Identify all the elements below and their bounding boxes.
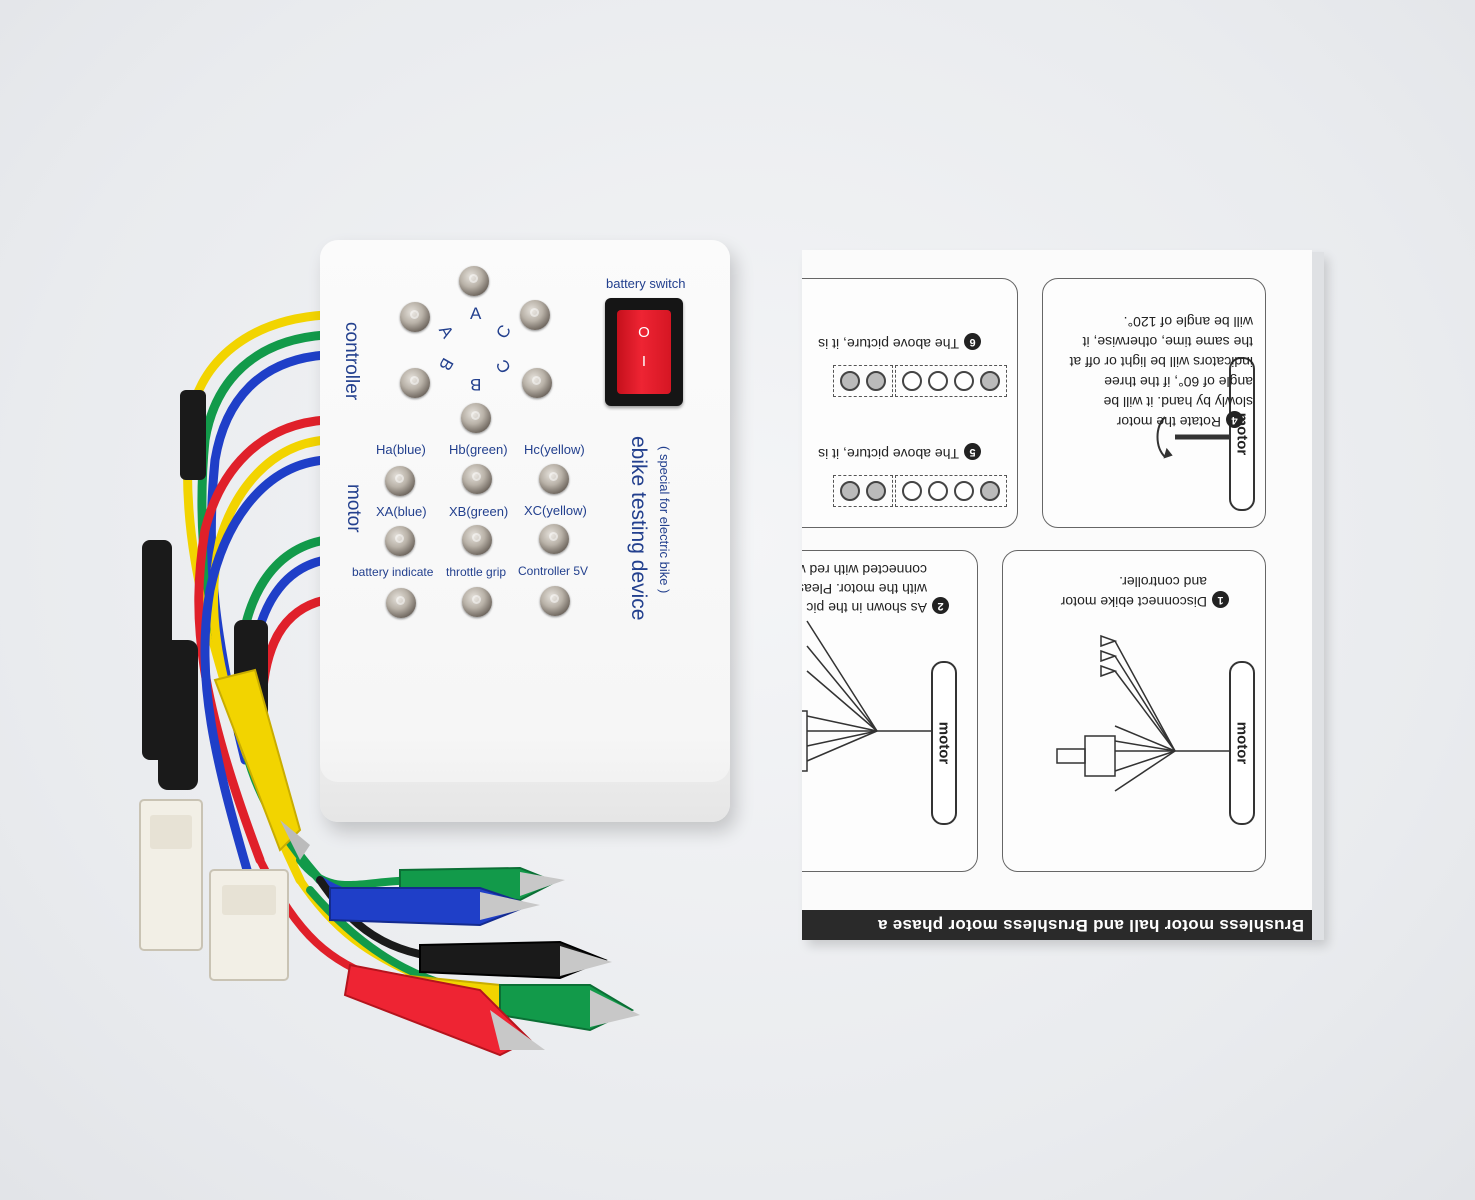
led-xb (462, 525, 492, 555)
step-2-text-3: connected with red wi (802, 562, 927, 578)
step-4-line-1: 4 Rotate the motor (1117, 411, 1243, 431)
indicator-row-5a (895, 475, 1007, 507)
motor-label: motor (343, 484, 364, 533)
step-4-text-5: the same time, otherwise, it (1082, 334, 1253, 350)
battery-switch-label: battery switch (606, 276, 686, 291)
alligator-clip-black (419, 940, 612, 980)
indicator-row-6a (895, 365, 1007, 397)
step-2-number: 2 (932, 597, 949, 614)
led-xc (539, 524, 569, 554)
step-2-text-1: As shown in the pic (806, 600, 927, 616)
led-ha (385, 466, 415, 496)
step-6-line: 6 The above picture, it is (818, 333, 981, 353)
label-xa: XA(blue) (376, 504, 427, 519)
step-4-text-6: will be angle of 120°. (1123, 314, 1253, 330)
label-controller-5v: Controller 5V (518, 564, 589, 578)
label-battery-indicate: battery indicate (352, 565, 434, 579)
alligator-clip-yellow (213, 668, 310, 860)
motor-wiring-diagram-1 (1056, 634, 1229, 792)
step-2-text-2: with the motor. Pleas (802, 581, 927, 597)
alligator-clip-green-2 (499, 984, 640, 1032)
rotate-arrow-diagram (1156, 416, 1229, 459)
heatshrink-1 (180, 390, 206, 480)
connector-plugs (139, 799, 289, 981)
step-4-text-3: angle of 60°, if the three (1104, 374, 1253, 390)
led-xa (385, 526, 415, 556)
wire-red-2 (257, 595, 330, 705)
led-hb (462, 464, 492, 494)
device-title: ebike testing device (627, 436, 650, 621)
label-xb: XB(green) (449, 504, 509, 519)
switch-on-symbol: I (641, 353, 647, 370)
led-battery-indicate (386, 588, 416, 618)
controller-label: controller (341, 322, 362, 401)
manual-banner: Brushless motor hall and Brushless motor… (802, 910, 1312, 940)
label-xc: XC(yellow) (524, 503, 587, 518)
panel-step-1: motor 1Disconnect ebike motor and contro… (1002, 550, 1266, 872)
motor-wiring-diagram-2 (802, 620, 931, 772)
battery-switch[interactable]: O I (605, 298, 683, 406)
wire-blue-2 (200, 455, 330, 885)
led-phase-b-bottom (461, 403, 491, 433)
step-6-text: The above picture, it is (818, 336, 959, 352)
panel-step-4: motor 4Rotate the motor slowly by hand. … (1042, 278, 1266, 528)
label-throttle-grip: throttle grip (446, 565, 507, 579)
alligator-clip-blue (329, 887, 540, 927)
panel-step-5-6: 5The above picture, it is 6The above pic… (802, 278, 1018, 528)
step-4-text-2: slowly by hand. it will be (1103, 394, 1253, 410)
battery-switch-rocker[interactable]: O I (617, 310, 671, 394)
led-phase-upper-right (520, 300, 550, 330)
step-6-number: 6 (964, 333, 981, 350)
step-4-text-4: indicators will be light or off at (1069, 354, 1253, 370)
indicator-row-5b (833, 475, 893, 507)
alligator-clip-red (343, 963, 545, 1057)
panel-step-2: motor 2As shown in the pic with the moto… (802, 550, 978, 872)
label-hb: Hb(green) (449, 442, 508, 457)
step-2-line-1: 2 As shown in the pic (806, 597, 949, 617)
heatshrink-3 (158, 640, 198, 790)
phase-letter-a-1: A (470, 304, 482, 323)
phase-letter-b-2: B (470, 375, 482, 394)
led-phase-lower-right (522, 368, 552, 398)
step-4-number: 4 (1226, 411, 1243, 428)
step-1-text-1: Disconnect ebike motor (1060, 594, 1207, 610)
instruction-manual: Brushless motor hall and Brushless motor… (802, 250, 1312, 940)
led-throttle-grip (462, 587, 492, 617)
led-phase-a-top (459, 266, 489, 296)
label-hc: Hc(yellow) (524, 442, 585, 457)
led-phase-upper-left (400, 302, 430, 332)
led-phase-lower-left (400, 368, 430, 398)
step-4-text-1: Rotate the motor (1116, 414, 1221, 430)
indicator-row-6b (833, 365, 893, 397)
step-5-number: 5 (964, 443, 981, 460)
label-ha: Ha(blue) (376, 442, 426, 457)
switch-off-symbol: O (638, 324, 650, 341)
led-hc (539, 464, 569, 494)
step-1-text-2: and controller. (1119, 574, 1207, 590)
device-subtitle: ( special for electric bike ) (657, 446, 672, 594)
wire-red-1 (194, 415, 330, 865)
step-1-number: 1 (1212, 591, 1229, 608)
step-5-line: 5 The above picture, it is (818, 443, 981, 463)
step-5-text: The above picture, it is (818, 446, 959, 462)
step-1-line-1: 1 Disconnect ebike motor (1061, 591, 1229, 611)
led-controller-5v (540, 586, 570, 616)
